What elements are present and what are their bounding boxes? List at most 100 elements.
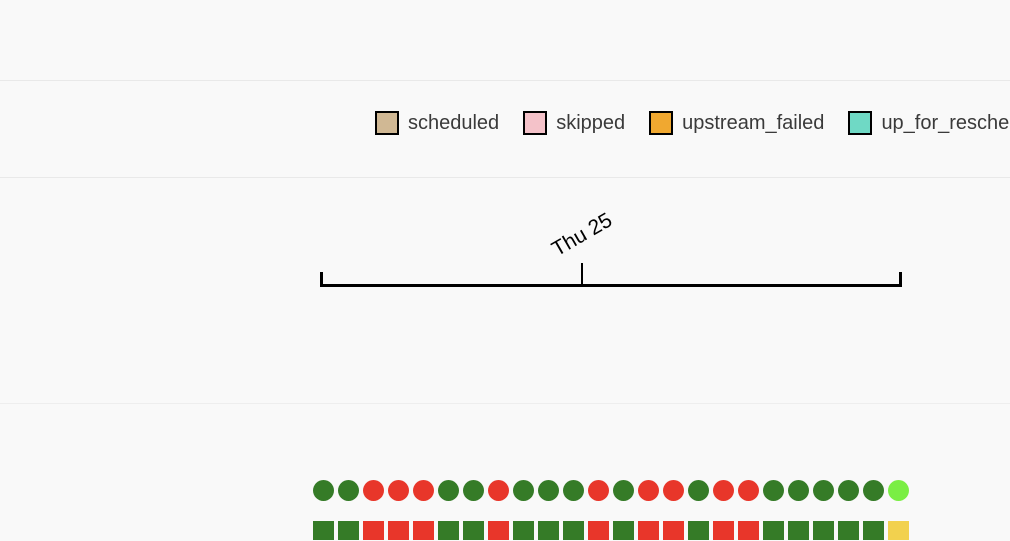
dag-run-cell[interactable] xyxy=(663,479,688,501)
dag-run-cell[interactable] xyxy=(688,479,713,501)
task-instance-marker-failed[interactable] xyxy=(488,520,509,540)
task-instance-marker-up-for-retry[interactable] xyxy=(888,520,909,540)
task-instance-cell[interactable] xyxy=(738,519,763,541)
task-instance-cell[interactable] xyxy=(488,519,513,541)
dag-run-marker-failed[interactable] xyxy=(413,479,434,501)
dag-run-cell[interactable] xyxy=(888,479,913,501)
dag-run-cell[interactable] xyxy=(388,479,413,501)
dag-run-marker-failed[interactable] xyxy=(738,479,759,501)
dag-run-marker-success[interactable] xyxy=(463,479,484,501)
dag-run-marker-failed[interactable] xyxy=(713,479,734,501)
task-instance-marker-failed[interactable] xyxy=(413,520,434,540)
dag-run-cell[interactable] xyxy=(538,479,563,501)
dag-run-cell[interactable] xyxy=(338,479,363,501)
dag-run-marker-success[interactable] xyxy=(313,479,334,501)
dag-run-cell[interactable] xyxy=(438,479,463,501)
dag-run-marker-success[interactable] xyxy=(763,479,784,501)
legend-item-upstream-failed[interactable]: upstream_failed xyxy=(649,111,824,135)
task-instance-marker-success[interactable] xyxy=(688,520,709,540)
dag-run-marker-success[interactable] xyxy=(438,479,459,501)
task-instance-cell[interactable] xyxy=(313,519,338,541)
task-instance-cell[interactable] xyxy=(613,519,638,541)
task-instance-marker-success[interactable] xyxy=(563,520,584,540)
task-instance-marker-success[interactable] xyxy=(613,520,634,540)
dag-run-cell[interactable] xyxy=(488,479,513,501)
dag-run-cell[interactable] xyxy=(463,479,488,501)
dag-run-cell[interactable] xyxy=(313,479,338,501)
task-instance-cell[interactable] xyxy=(338,519,363,541)
dag-run-marker-success[interactable] xyxy=(788,479,809,501)
dag-run-marker-success[interactable] xyxy=(513,479,534,501)
dag-run-cell[interactable] xyxy=(713,479,738,501)
task-instance-marker-failed[interactable] xyxy=(363,520,384,540)
dag-run-marker-failed[interactable] xyxy=(588,479,609,501)
task-instance-cell[interactable] xyxy=(863,519,888,541)
dag-run-marker-success[interactable] xyxy=(813,479,834,501)
task-instance-marker-failed[interactable] xyxy=(388,520,409,540)
task-instance-cell[interactable] xyxy=(513,519,538,541)
task-instance-cell[interactable] xyxy=(713,519,738,541)
dag-run-cell[interactable] xyxy=(613,479,638,501)
dag-run-cell[interactable] xyxy=(788,479,813,501)
task-instance-cell[interactable] xyxy=(563,519,588,541)
task-instance-marker-success[interactable] xyxy=(438,520,459,540)
task-instance-marker-success[interactable] xyxy=(763,520,784,540)
task-instance-marker-success[interactable] xyxy=(513,520,534,540)
dag-run-cell[interactable] xyxy=(738,479,763,501)
dag-run-cell[interactable] xyxy=(838,479,863,501)
task-instance-marker-success[interactable] xyxy=(863,520,884,540)
task-instance-cell[interactable] xyxy=(638,519,663,541)
task-instance-cell[interactable] xyxy=(838,519,863,541)
task-instance-marker-success[interactable] xyxy=(313,520,334,540)
dag-run-cell[interactable] xyxy=(638,479,663,501)
task-instance-cell[interactable] xyxy=(813,519,838,541)
dag-run-marker-success[interactable] xyxy=(688,479,709,501)
task-instance-cell[interactable] xyxy=(538,519,563,541)
dag-run-marker-success[interactable] xyxy=(538,479,559,501)
dag-run-cell[interactable] xyxy=(363,479,388,501)
dag-run-cell[interactable] xyxy=(563,479,588,501)
dag-run-marker-failed[interactable] xyxy=(663,479,684,501)
task-instance-cell[interactable] xyxy=(438,519,463,541)
legend-item-skipped[interactable]: skipped xyxy=(523,111,625,135)
task-instance-marker-success[interactable] xyxy=(463,520,484,540)
task-instance-marker-success[interactable] xyxy=(338,520,359,540)
dag-run-marker-success[interactable] xyxy=(863,479,884,501)
dag-run-marker-failed[interactable] xyxy=(388,479,409,501)
dag-run-cell[interactable] xyxy=(763,479,788,501)
task-instance-cell[interactable] xyxy=(888,519,913,541)
task-instance-cell[interactable] xyxy=(363,519,388,541)
task-instance-cell[interactable] xyxy=(413,519,438,541)
dag-run-marker-success[interactable] xyxy=(338,479,359,501)
task-instance-marker-success[interactable] xyxy=(788,520,809,540)
dag-run-cell[interactable] xyxy=(863,479,888,501)
dag-run-cell[interactable] xyxy=(813,479,838,501)
task-instance-cell[interactable] xyxy=(463,519,488,541)
task-instance-cell[interactable] xyxy=(688,519,713,541)
legend-item-scheduled[interactable]: scheduled xyxy=(375,111,499,135)
dag-run-cell[interactable] xyxy=(588,479,613,501)
task-instance-marker-failed[interactable] xyxy=(638,520,659,540)
task-instance-marker-success[interactable] xyxy=(538,520,559,540)
task-instance-cell[interactable] xyxy=(788,519,813,541)
dag-run-marker-running[interactable] xyxy=(888,479,909,501)
task-instance-marker-failed[interactable] xyxy=(713,520,734,540)
task-instance-marker-success[interactable] xyxy=(838,520,859,540)
dag-run-marker-failed[interactable] xyxy=(638,479,659,501)
task-instance-cell[interactable] xyxy=(663,519,688,541)
dag-run-cell[interactable] xyxy=(413,479,438,501)
dag-run-cell[interactable] xyxy=(513,479,538,501)
dag-run-marker-success[interactable] xyxy=(838,479,859,501)
dag-run-marker-failed[interactable] xyxy=(488,479,509,501)
legend-item-up-for-resched[interactable]: up_for_resched xyxy=(848,111,1010,135)
dag-run-marker-success[interactable] xyxy=(613,479,634,501)
dag-run-marker-failed[interactable] xyxy=(363,479,384,501)
task-instance-marker-failed[interactable] xyxy=(663,520,684,540)
task-instance-marker-success[interactable] xyxy=(813,520,834,540)
task-instance-cell[interactable] xyxy=(763,519,788,541)
task-instance-marker-failed[interactable] xyxy=(588,520,609,540)
dag-run-marker-success[interactable] xyxy=(563,479,584,501)
task-instance-cell[interactable] xyxy=(388,519,413,541)
task-instance-marker-failed[interactable] xyxy=(738,520,759,540)
task-instance-cell[interactable] xyxy=(588,519,613,541)
